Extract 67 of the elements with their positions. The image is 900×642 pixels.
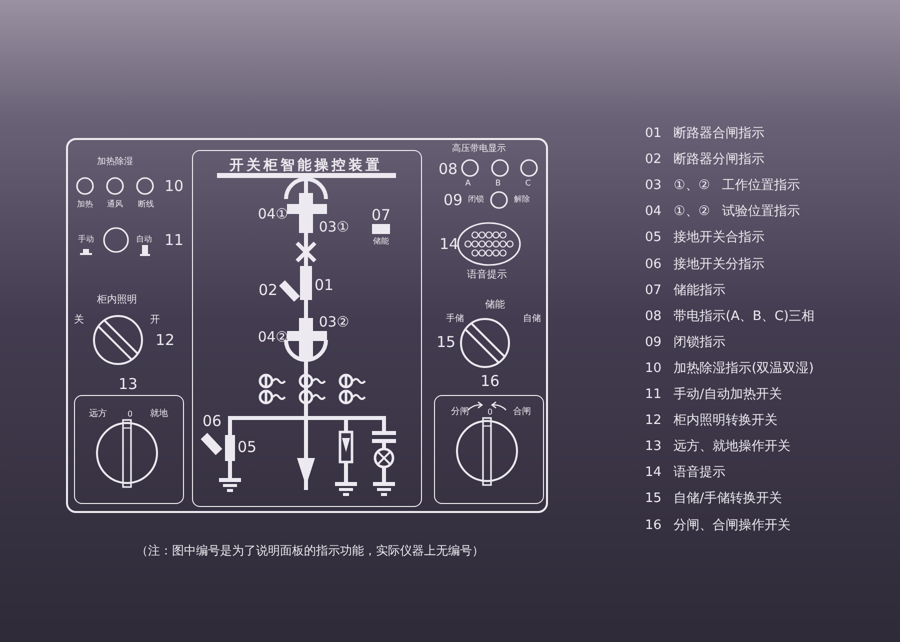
callout-number: 10 xyxy=(164,178,184,194)
key-entry: 08 带电指示(A、B、C)三相 xyxy=(645,310,815,324)
panel-label: 自储 xyxy=(523,315,541,325)
key-entry: 15 自储/手储转换开关 xyxy=(645,492,782,507)
panel-label: 加热除湿 xyxy=(97,158,133,168)
panel-label: 手动 xyxy=(78,236,94,244)
note-text: （注：图中编号是为了说明面板的指示功能，实际仪器上无编号） xyxy=(136,544,484,558)
switch-panel xyxy=(74,395,184,504)
callout-number: 16 xyxy=(480,372,500,390)
callout-number: 14 xyxy=(439,236,459,252)
panel-label: 自动 xyxy=(136,236,152,244)
key-entry: 13 远方、就地操作开关 xyxy=(645,440,791,454)
panel-title: 开关柜智能操控装置 xyxy=(230,158,382,174)
key-entry: 02 断路器分闸指示 xyxy=(645,152,765,168)
key-entry: 05 接地开关合指示 xyxy=(645,231,765,246)
callout-number: 06 xyxy=(202,412,222,430)
panel-label: 高压带电显示 xyxy=(452,145,506,155)
switch-position-label: 分闸 xyxy=(451,408,469,418)
callout-number: 08 xyxy=(438,160,458,178)
callout-number: 03① xyxy=(318,220,350,236)
panel-label: 断线 xyxy=(138,200,154,210)
panel-label: 通风 xyxy=(107,200,123,210)
panel-label: 语音提示 xyxy=(467,270,507,280)
key-entry: 09 闭锁指示 xyxy=(645,336,726,350)
callout-number: 05 xyxy=(237,438,257,456)
callout-number: 12 xyxy=(155,332,175,348)
callout-number: 04① xyxy=(258,207,288,223)
panel-frame xyxy=(66,138,548,513)
panel-label: 开 xyxy=(150,314,160,326)
callout-number: 02 xyxy=(258,282,278,298)
panel-label: 手储 xyxy=(446,315,464,325)
callout-number: 15 xyxy=(436,334,456,350)
switch-position-label: 就地 xyxy=(150,410,168,420)
key-entry: 04 ①、② 试验位置指示 xyxy=(645,205,800,220)
diagram-panel xyxy=(192,150,422,507)
panel-label: 闭锁 xyxy=(468,196,484,204)
panel-label: B xyxy=(495,180,501,188)
switch-position-label: 合闸 xyxy=(513,408,531,418)
switch-position-label: 远方 xyxy=(89,410,107,420)
speaker-grille xyxy=(457,222,521,266)
callout-number: 09 xyxy=(443,192,463,208)
callout-number: 11 xyxy=(164,232,184,248)
panel-label: 柜内照明 xyxy=(97,294,137,306)
switch-panel xyxy=(434,395,544,504)
callout-number: 01 xyxy=(314,276,334,294)
key-entry: 01 断路器合闸指示 xyxy=(645,126,765,142)
panel-label: 储能 xyxy=(485,300,505,310)
panel-label: 储能 xyxy=(373,238,389,246)
key-entry: 16 分闸、合闸操作开关 xyxy=(645,518,791,533)
callout-number: 04② xyxy=(258,330,288,346)
panel-label: C xyxy=(525,180,531,188)
switch-position-label: 0 xyxy=(487,408,493,418)
panel-label: 解除 xyxy=(514,196,530,204)
switch-position-label: 0 xyxy=(127,410,133,420)
key-entry: 14 语音提示 xyxy=(645,466,726,480)
callout-number: 07 xyxy=(371,206,391,224)
key-entry: 07 储能指示 xyxy=(645,283,726,298)
key-entry: 06 接地开关分指示 xyxy=(645,257,765,272)
key-entry: 11 手动/自动加热开关 xyxy=(645,388,782,402)
callout-number: 13 xyxy=(118,376,138,392)
callout-number: 03② xyxy=(318,315,350,331)
panel-label: A xyxy=(465,180,471,188)
panel-label: 关 xyxy=(74,314,84,326)
panel-label: 加热 xyxy=(77,200,93,210)
key-entry: 12 柜内照明转换开关 xyxy=(645,414,778,428)
key-entry: 03 ①、② 工作位置指示 xyxy=(645,179,800,194)
key-entry: 10 加热除湿指示(双温双湿) xyxy=(645,362,814,376)
